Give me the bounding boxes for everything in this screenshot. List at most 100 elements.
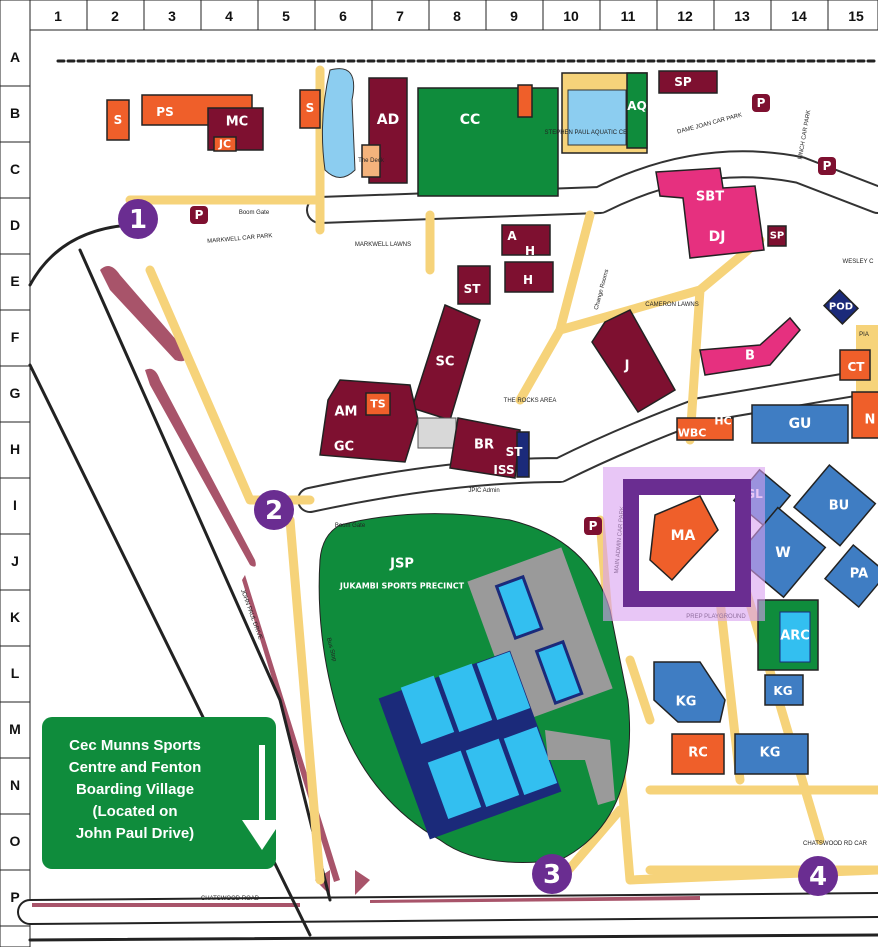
map-shape bbox=[567, 89, 627, 146]
building-ct: CT bbox=[839, 349, 871, 381]
highlight-ma-box: MA bbox=[603, 467, 765, 621]
entrance-4-marker: 4 bbox=[798, 856, 838, 896]
chatswood-road-label: CHATSWOOD ROAD bbox=[201, 896, 260, 902]
finch-car-park-label: FINCH CAR PARK bbox=[798, 110, 813, 161]
map-shape bbox=[676, 417, 734, 441]
jukambi-sports-precinct: JSP JUKAMBI SPORTS PRECINCT bbox=[318, 513, 631, 863]
callout-text: Cec Munns Sports Centre and Fenton Board… bbox=[50, 735, 220, 845]
map-shape bbox=[308, 152, 878, 222]
grid-row-label: N bbox=[10, 777, 20, 793]
map-shape bbox=[591, 309, 677, 414]
rocks-area-label: THE ROCKS AREA bbox=[504, 398, 557, 404]
map-label: SP bbox=[770, 231, 785, 242]
building-jc: JC bbox=[213, 136, 237, 152]
grid-row-label: F bbox=[11, 329, 20, 345]
map-shape bbox=[118, 199, 158, 239]
map-shape bbox=[818, 157, 836, 175]
parking-icon: P bbox=[818, 157, 836, 175]
map-shape bbox=[259, 745, 265, 825]
grid-column-label: 7 bbox=[396, 8, 404, 24]
grid-column-label: 4 bbox=[225, 8, 233, 24]
map-shape bbox=[504, 261, 554, 293]
map-label: P bbox=[757, 96, 766, 110]
building-kg-east: KG bbox=[764, 674, 804, 706]
map-label: STEPHEN PAUL AQUATIC CENTRE bbox=[545, 130, 644, 136]
grid-column-label: 15 bbox=[848, 8, 864, 24]
map-shape bbox=[28, 223, 132, 287]
map-label: The Deck bbox=[358, 158, 385, 164]
grid-column-label: 2 bbox=[111, 8, 119, 24]
map-label: P bbox=[589, 519, 598, 533]
map-shape bbox=[734, 733, 809, 775]
map-shape bbox=[494, 574, 544, 641]
map-label: P bbox=[195, 208, 204, 222]
map-label: PS bbox=[156, 105, 173, 119]
lake bbox=[321, 68, 356, 178]
map-shape bbox=[365, 392, 391, 416]
map-shape bbox=[370, 896, 700, 903]
entrance-2-marker: 2 bbox=[254, 490, 294, 530]
map-label: S bbox=[114, 113, 123, 127]
building-h: H bbox=[504, 261, 554, 293]
map-shape bbox=[532, 854, 572, 894]
building-br: BR bbox=[449, 417, 521, 479]
map-shape bbox=[751, 404, 849, 444]
grid-row-label: G bbox=[10, 385, 21, 401]
jsp-full-label: JUKAMBI SPORTS PRECINCT bbox=[339, 582, 465, 591]
building-aq: AQ bbox=[626, 72, 648, 149]
building-j: J bbox=[591, 309, 677, 414]
map-shape bbox=[400, 675, 455, 745]
grid-column-label: 12 bbox=[677, 8, 693, 24]
markwell-lawns-label: MARKWELL LAWNS bbox=[355, 242, 411, 248]
map-shape bbox=[0, 0, 31, 947]
map-label: ST bbox=[506, 445, 524, 459]
callout-line: Boarding Village bbox=[75, 781, 195, 798]
building-pia-label: PIA bbox=[859, 332, 869, 338]
cameron-lawns-label: CAMERON LAWNS bbox=[645, 302, 698, 308]
building-ts: TS bbox=[365, 392, 391, 416]
grid-row-label: O bbox=[10, 833, 21, 849]
map-label: KG bbox=[676, 695, 697, 710]
building-bu: BU bbox=[792, 463, 877, 547]
map-label: TS bbox=[370, 398, 386, 411]
map-label: 1 bbox=[129, 205, 147, 235]
map-label: BU bbox=[829, 499, 849, 514]
map-shape bbox=[417, 87, 559, 197]
building-arc: ARC bbox=[757, 599, 819, 671]
jpic-admin-label: JPIC Admin bbox=[468, 488, 499, 494]
wesley-car-park-label: WESLEY C bbox=[843, 259, 875, 265]
grid-row-label: B bbox=[10, 105, 20, 121]
map-shape bbox=[145, 368, 256, 567]
map-shape bbox=[213, 136, 237, 152]
map-shape bbox=[767, 225, 787, 247]
map-shape bbox=[699, 316, 801, 376]
map-label: KG bbox=[760, 746, 781, 761]
building-s-east: S bbox=[299, 89, 321, 129]
grid-row-label: E bbox=[10, 273, 19, 289]
building-rc: RC bbox=[671, 733, 725, 775]
grid-column-label: 10 bbox=[563, 8, 579, 24]
markwell-car-park-label: MARKWELL CAR PARK bbox=[207, 233, 273, 245]
map-label: JC bbox=[218, 138, 231, 151]
map-label: KG bbox=[773, 684, 792, 698]
change-rooms-label: Change Rooms bbox=[594, 269, 611, 311]
arrow-down-icon bbox=[242, 745, 282, 850]
grid-column-label: 8 bbox=[453, 8, 461, 24]
map-label: MC bbox=[226, 115, 248, 130]
map-shape bbox=[501, 224, 551, 256]
jsp-label: JSP bbox=[389, 557, 414, 572]
building-pod: POD bbox=[822, 288, 860, 326]
building-kg-south: KG bbox=[734, 733, 809, 775]
map-shape bbox=[361, 144, 381, 178]
map-shape bbox=[671, 733, 725, 775]
map-label: A bbox=[507, 229, 517, 243]
map-shape bbox=[653, 661, 726, 723]
map-shape bbox=[0, 0, 878, 31]
map-shape bbox=[368, 77, 408, 184]
map-label: GC bbox=[334, 440, 354, 455]
map-shape bbox=[427, 750, 482, 820]
map-shape bbox=[603, 467, 765, 621]
